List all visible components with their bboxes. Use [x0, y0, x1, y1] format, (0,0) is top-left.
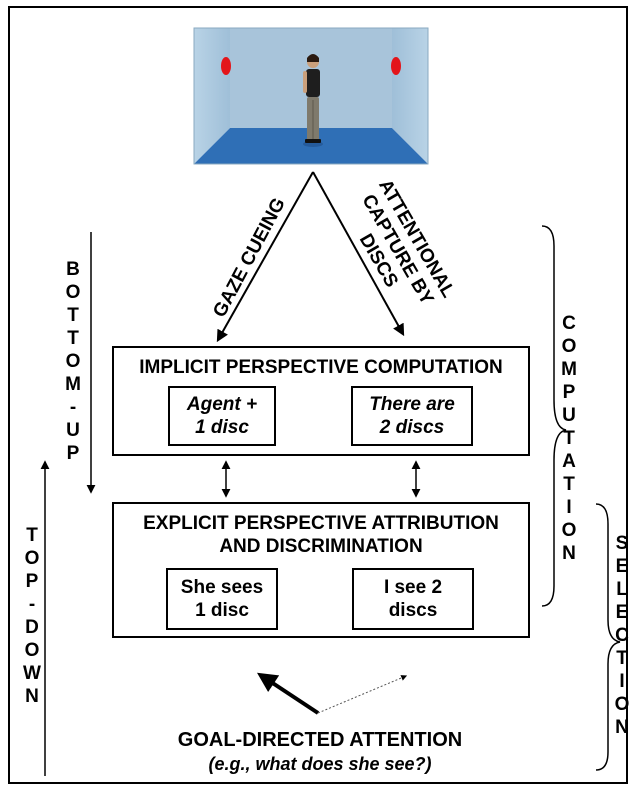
she-sees-line-2: 1 disc: [195, 600, 249, 621]
selection-brace: [595, 503, 621, 771]
explicit-attribution-box: EXPLICIT PERSPECTIVE ATTRIBUTION AND DIS…: [112, 502, 530, 638]
she-sees-line-1: She sees: [180, 577, 264, 598]
two-discs-line-1: There are: [369, 394, 455, 415]
implicit-computation-box: IMPLICIT PERSPECTIVE COMPUTATION Agent +…: [112, 346, 530, 456]
implicit-computation-title: IMPLICIT PERSPECTIVE COMPUTATION: [139, 357, 503, 378]
goal-to-self-arrow: [256, 672, 320, 715]
goal-subtitle: (e.g., what does she see?): [208, 754, 432, 774]
agent-disc-box: Agent + 1 disc: [168, 386, 276, 446]
i-see-line-1: I see 2: [383, 577, 443, 598]
agent-disc-line-2: 1 disc: [195, 417, 249, 438]
gaze-cueing-arrow: [216, 171, 314, 343]
i-see-box: I see 2 discs: [352, 568, 474, 630]
she-sees-box: She sees 1 disc: [166, 568, 278, 630]
goal-to-other-arrow: [317, 675, 408, 714]
goal-title: GOAL-DIRECTED ATTENTION: [177, 729, 463, 751]
room-scene: [193, 27, 429, 165]
left-disc: [221, 57, 231, 75]
attentional-capture-arrow: [312, 171, 405, 337]
explicit-attribution-title-1: EXPLICIT PERSPECTIVE ATTRIBUTION: [143, 513, 499, 534]
i-see-line-2: discs: [388, 600, 438, 621]
agent-disc-line-1: Agent +: [186, 394, 258, 415]
two-discs-line-2: 2 discs: [379, 417, 445, 438]
two-discs-box: There are 2 discs: [351, 386, 473, 446]
goal-directed-attention: GOAL-DIRECTED ATTENTION (e.g., what does…: [120, 728, 520, 776]
explicit-attribution-title-2: AND DISCRIMINATION: [219, 536, 423, 557]
agent-figure: [303, 54, 323, 147]
right-disc: [391, 57, 401, 75]
computation-brace: [541, 225, 567, 607]
